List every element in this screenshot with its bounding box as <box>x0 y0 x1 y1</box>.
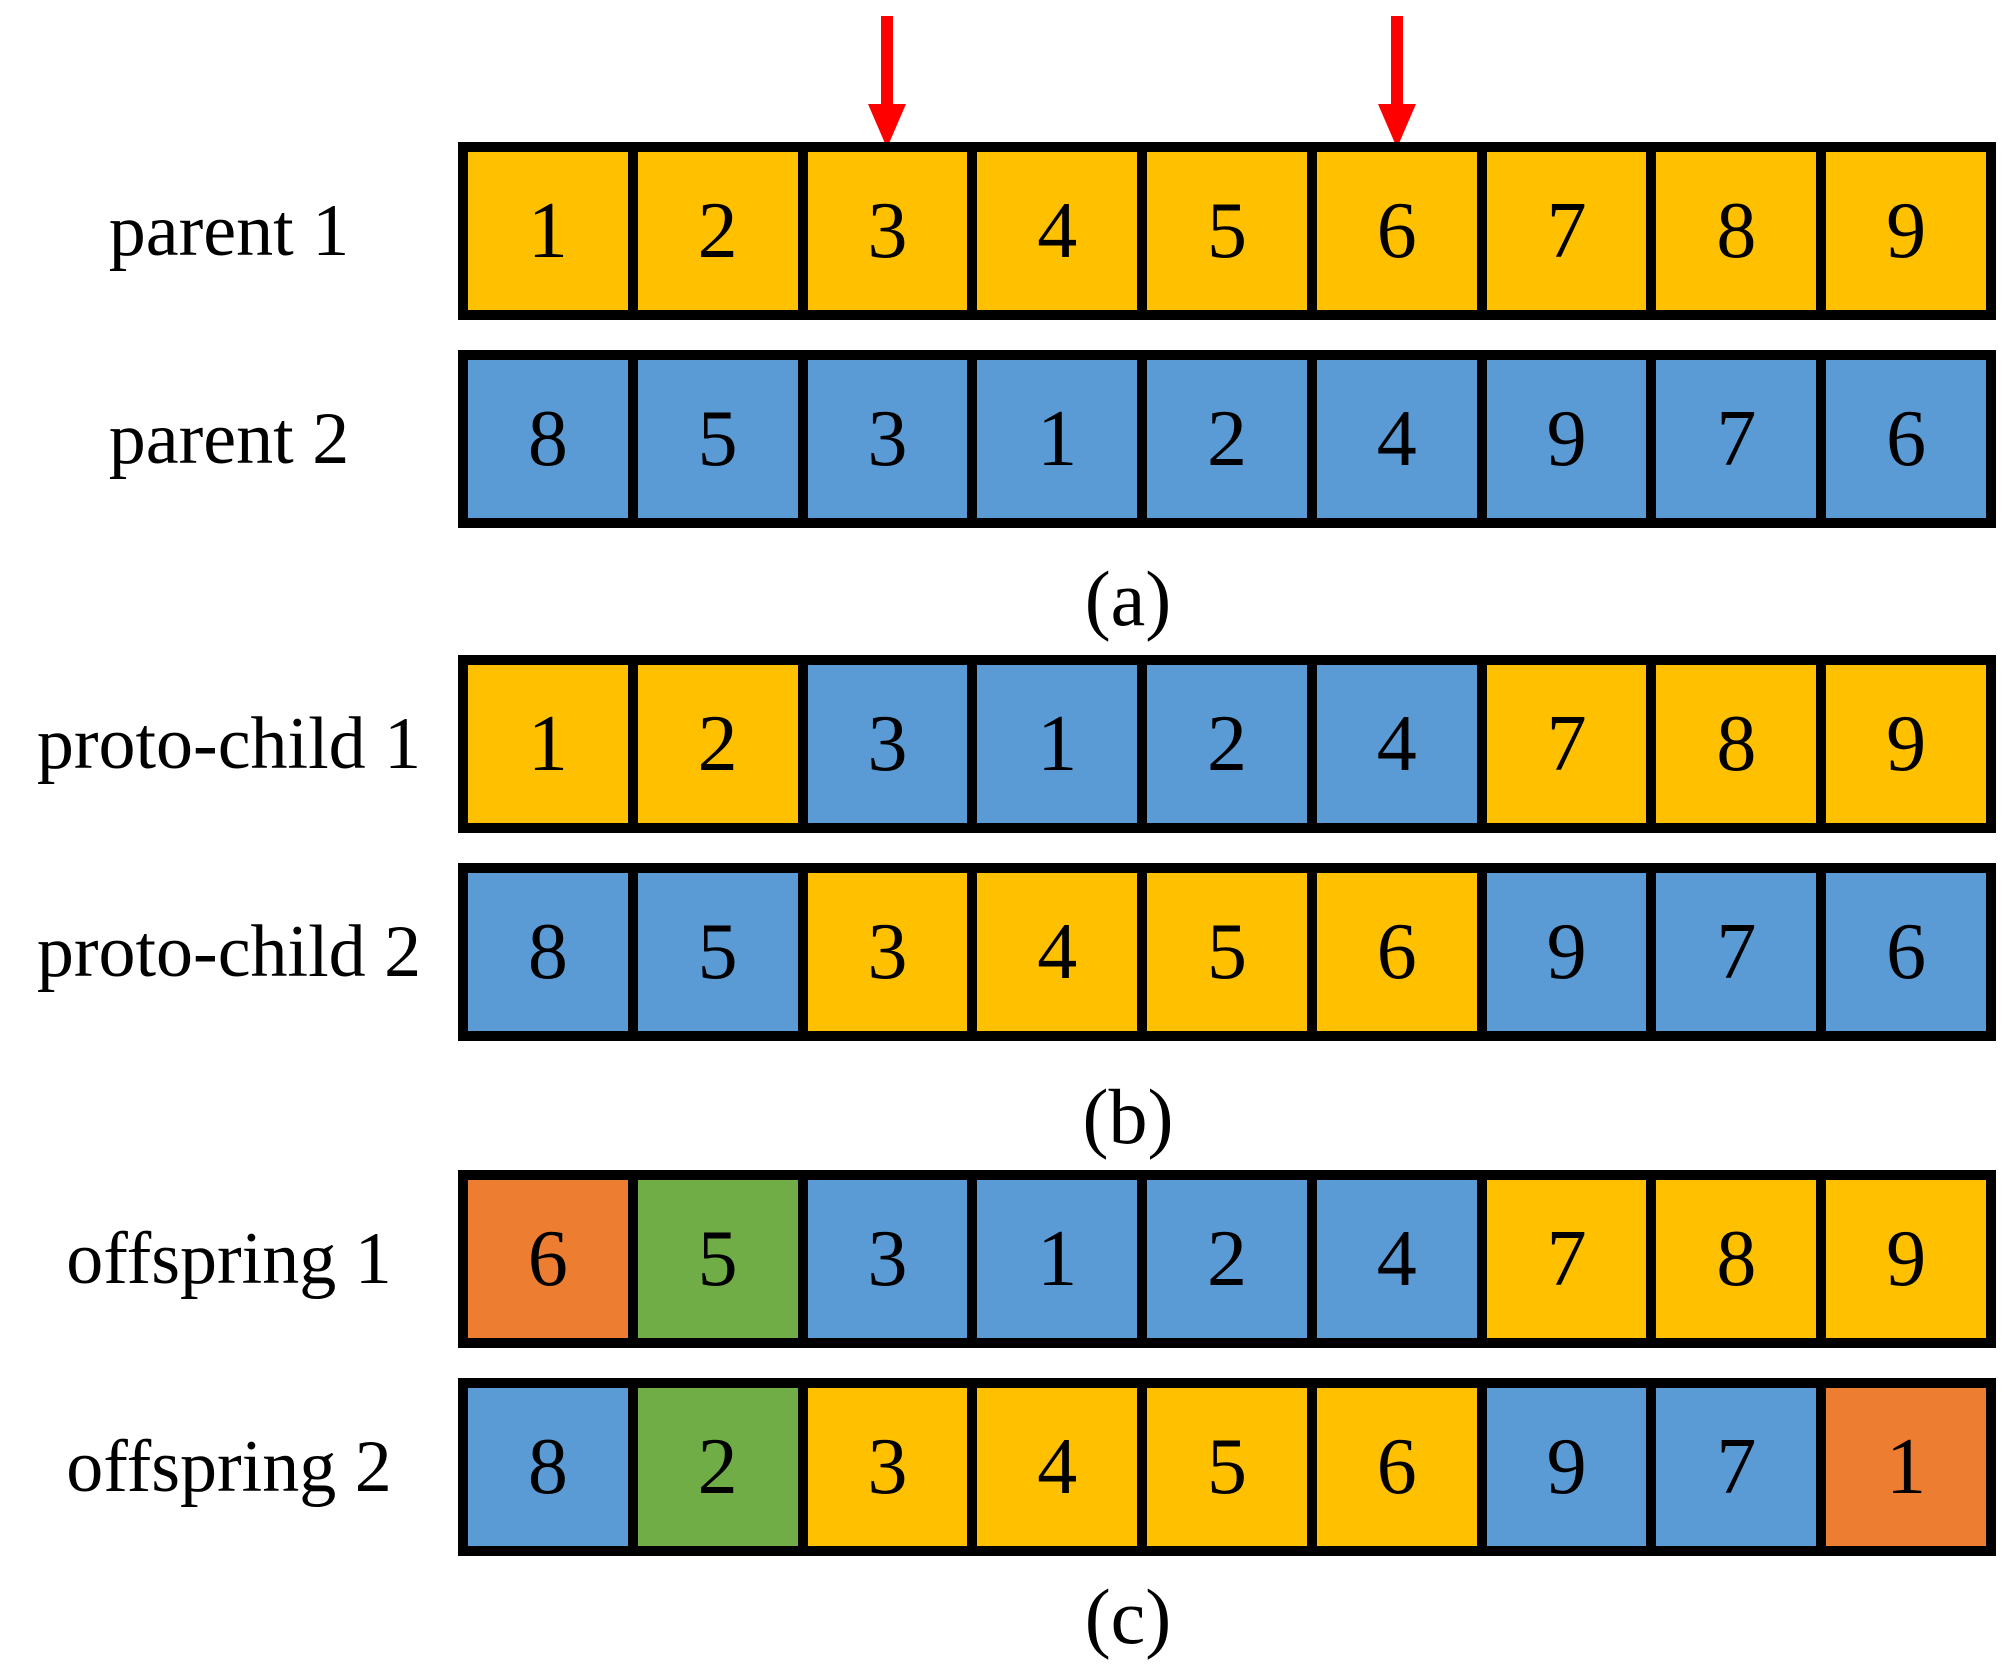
gene-cell: 7 <box>1646 1388 1817 1546</box>
gene-cell: 8 <box>468 360 628 518</box>
gene-cell: 5 <box>1137 873 1307 1031</box>
row-label-proto-child-2: proto-child 2 <box>36 910 422 993</box>
arrow-stem <box>1390 16 1403 106</box>
gene-cell: 8 <box>468 873 628 1031</box>
gene-cell: 2 <box>627 665 798 823</box>
arrow-stem <box>881 16 894 106</box>
gene-cell: 1 <box>967 665 1138 823</box>
crossover-point-arrow-1 <box>868 16 907 148</box>
row-label-offspring-2: offspring 2 <box>66 1425 392 1508</box>
caption-c: (c) <box>1084 1573 1172 1660</box>
gene-cell: 4 <box>1306 360 1477 518</box>
gene-cell: 4 <box>1306 665 1477 823</box>
gene-cell: 1 <box>468 665 628 823</box>
gene-cell: 5 <box>1137 1388 1307 1546</box>
row-label-parent-2: parent 2 <box>108 397 350 480</box>
gene-cell: 8 <box>1646 152 1817 310</box>
gene-cell: 3 <box>797 152 968 310</box>
crossover-point-arrow-2 <box>1377 16 1416 148</box>
gene-cell: 6 <box>1816 360 1987 518</box>
gene-cell: 6 <box>1306 152 1477 310</box>
caption-a: (a) <box>1084 555 1172 642</box>
gene-cell: 1 <box>1816 1388 1987 1546</box>
gene-cell: 9 <box>1816 1180 1987 1338</box>
gene-cell: 6 <box>1306 1388 1477 1546</box>
gene-cell: 2 <box>1137 1180 1307 1338</box>
gene-cell: 3 <box>797 665 968 823</box>
gene-cell: 2 <box>1137 360 1307 518</box>
row-label-offspring-1: offspring 1 <box>66 1217 392 1300</box>
gene-cell: 7 <box>1646 873 1817 1031</box>
gene-cell: 7 <box>1476 665 1647 823</box>
arrow-head-icon <box>1377 104 1416 148</box>
gene-cell: 3 <box>797 1388 968 1546</box>
row-label-proto-child-1: proto-child 1 <box>36 702 422 785</box>
gene-cell: 5 <box>627 873 798 1031</box>
gene-cell: 7 <box>1646 360 1817 518</box>
gene-cell: 9 <box>1476 873 1647 1031</box>
gene-cell: 9 <box>1816 665 1987 823</box>
gene-cell: 4 <box>967 1388 1138 1546</box>
gene-cell: 6 <box>1306 873 1477 1031</box>
gene-cell: 8 <box>1646 1180 1817 1338</box>
gene-cell: 2 <box>627 1388 798 1546</box>
gene-cell: 7 <box>1476 1180 1647 1338</box>
gene-cell: 1 <box>967 1180 1138 1338</box>
gene-cell: 5 <box>1137 152 1307 310</box>
row-label-parent-1: parent 1 <box>108 189 350 272</box>
gene-cell: 9 <box>1816 152 1987 310</box>
gene-cell: 7 <box>1476 152 1647 310</box>
gene-cell: 6 <box>468 1180 628 1338</box>
gene-cell: 2 <box>1137 665 1307 823</box>
gene-cell: 4 <box>967 152 1138 310</box>
gene-cell: 8 <box>1646 665 1817 823</box>
caption-b: (b) <box>1082 1073 1174 1160</box>
gene-cell: 3 <box>797 360 968 518</box>
gene-cell: 1 <box>468 152 628 310</box>
gene-cell: 2 <box>627 152 798 310</box>
gene-cell: 4 <box>1306 1180 1477 1338</box>
gene-cell: 8 <box>468 1388 628 1546</box>
gene-cell: 1 <box>967 360 1138 518</box>
gene-cell: 3 <box>797 1180 968 1338</box>
gene-cell: 4 <box>967 873 1138 1031</box>
gene-cell: 3 <box>797 873 968 1031</box>
gene-cell: 5 <box>627 360 798 518</box>
arrow-head-icon <box>868 104 907 148</box>
gene-cell: 9 <box>1476 360 1647 518</box>
gene-cell: 5 <box>627 1180 798 1338</box>
gene-cell: 6 <box>1816 873 1987 1031</box>
gene-cell: 9 <box>1476 1388 1647 1546</box>
